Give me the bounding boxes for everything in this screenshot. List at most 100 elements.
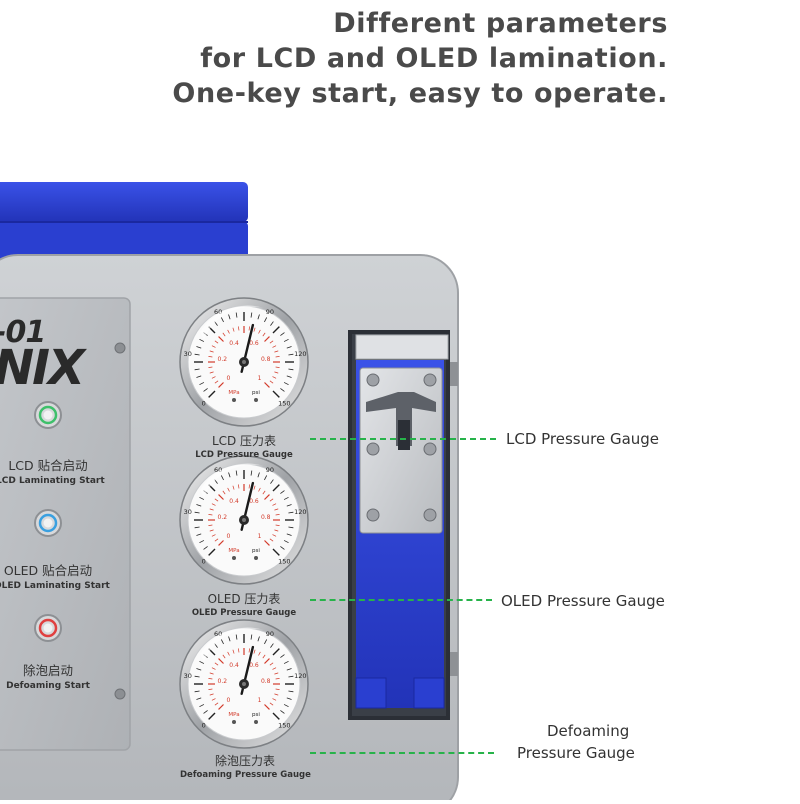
lcd-gauge-label-cn: LCD 压力表 [211,434,277,448]
gauge-tick-inner [218,494,224,500]
gauge-mpa-label: 0.6 [249,662,259,669]
gauge-tick [283,540,289,544]
gauge-tick-inner [274,693,279,696]
gauge-tick [286,668,292,671]
gauge-tick [286,504,292,507]
gauge-unit-psi: psi [252,712,260,718]
gauge-tick [288,511,294,514]
gauge-tick-inner [264,336,270,342]
gauge-tick-inner [208,514,213,516]
gauge-tick [288,675,294,678]
gauge-tick [283,382,289,386]
gauge-tick-inner [269,702,274,706]
gauge-tick-inner [258,487,261,492]
gauge-tick [220,475,224,481]
gauge-unit-mpa: MPa [228,712,239,718]
gauge-tick-inner [222,490,226,495]
gauge-tick-inner [227,651,230,656]
gauge-tick [283,338,289,342]
gauge-tick-inner [208,688,213,690]
gauge-tick [250,470,253,476]
gauge-tick [235,634,238,640]
defoaming-start-label-en: Defoaming Start [6,681,90,691]
gauge-mpa-label: 0 [227,375,231,382]
gauge-tick [286,346,292,349]
gauge-tick [288,690,294,693]
gauge-tick-inner [274,508,279,511]
gauge-tick [199,660,205,664]
blue-lid-top [0,182,248,222]
gauge-tick [199,382,205,386]
gauge-tick [283,496,289,500]
gauge-tick-inner [214,380,219,384]
gauge-tick [270,321,274,326]
oled-gauge-label-cn: OLED 压力表 [207,592,281,606]
gauge-tick [203,388,208,392]
gauge-tick-inner [209,693,214,696]
gauge-tick-inner [272,376,277,379]
lcd-callout-text: LCD Pressure Gauge [506,430,660,448]
gauge-tick-inner [214,340,219,344]
gauge-tick [283,660,289,664]
gauge-tick-inner [248,484,250,489]
gauge-tick-inner [269,662,274,666]
gauge-tick-inner [264,658,270,664]
gauge-mpa-label: 1 [258,375,262,382]
gauge-tick [228,472,231,478]
gauge-tick-inner [275,366,280,368]
defoaming-start-label-cn: 除泡启动 [22,663,73,678]
gauge-tick [203,710,208,714]
gauge-tick [194,675,200,678]
gauge-tick-inner [272,534,277,537]
gauge-tick-inner [211,667,216,670]
gauge-unit-mpa: MPa [228,548,239,554]
lcd-gauge-label: LCD 压力表 LCD Pressure Gauge [184,432,304,460]
gauge-tick [250,312,253,318]
gauge-tick-inner [209,350,214,353]
gauge-tick-inner [222,332,226,337]
gauge-tick [288,353,294,356]
gauge-psi-label: 60 [214,308,222,316]
gauge-tick [264,639,268,645]
lcd-start-label: LCD 贴合启动 LCD Laminating Start [0,455,105,486]
gauge-psi-label: 0 [202,557,206,565]
gauge-mpa-label: 0 [227,697,231,704]
logo-line-2: NIX [0,340,85,396]
gauge-tick-inner [209,508,214,511]
gauge-psi-label: 150 [278,399,290,407]
gauge-tick-inner [262,654,266,659]
gauge-tick [272,390,280,398]
defoaming-callout-text-2: Pressure Gauge [517,744,635,762]
gauge-tick-inner [262,490,266,495]
gauge-tick [208,548,216,556]
gauge-psi-label: 60 [214,466,222,474]
gauge-psi-label: 120 [294,508,306,516]
gauge-tick [272,712,280,720]
gauge-psi-label: 30 [184,350,192,358]
logo-line-1: -01 [0,315,46,350]
gauge-tick-inner [275,356,280,358]
gauge-tick-inner [264,494,270,500]
gauge-psi-label: 120 [294,672,306,680]
gauge-psi-label: 150 [278,721,290,729]
gauge-mpa-label: 0.4 [229,498,239,505]
oled-gauge-label-en: OLED Pressure Gauge [191,608,297,618]
defoaming-start-label: 除泡启动 Defoaming Start [0,660,100,691]
gauge-tick-inner [274,350,279,353]
headline-line-1: Different parameters [333,8,668,39]
gauge-tick-inner [208,366,213,368]
gauge-unit-mpa: MPa [228,390,239,396]
gauge-tick-inner [248,648,250,653]
gauge-tick [280,332,285,336]
gauge-tick [220,317,224,323]
gauge-tick [257,636,260,642]
gauge-tick-inner [214,498,219,502]
gauge-psi-label: 0 [202,721,206,729]
gauge-tick [194,368,200,371]
gauge-tick-inner [274,529,279,532]
gauge-tick-inner [275,678,280,680]
gauge-unit-psi: psi [252,548,260,554]
gauge-tick-inner [274,371,279,374]
